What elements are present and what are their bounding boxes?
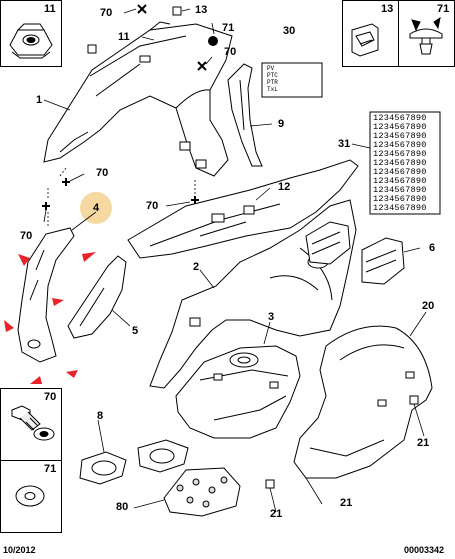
callout-70-mid: 70 (224, 46, 237, 58)
label-31-row: 1234567890 (373, 167, 427, 177)
footer-date: 10/2012 (3, 545, 36, 555)
callout-71-top: 71 (222, 22, 235, 34)
callout-8: 8 (97, 410, 104, 422)
label-31-row: 1234567890 (373, 140, 427, 150)
label-31-row: 1234567890 (373, 122, 427, 132)
callout-21-bottom: 21 (270, 508, 283, 520)
inset-71b-number: 71 (44, 463, 57, 475)
callout-21-bottom-2: 21 (340, 497, 353, 509)
callout-70-center: 70 (146, 200, 159, 212)
callout-4: 4 (93, 202, 100, 214)
inset-71-number: 71 (437, 3, 450, 15)
callout-5: 5 (132, 325, 139, 337)
callout-70-left: 70 (96, 167, 109, 179)
label-31-row: 1234567890 (373, 194, 427, 204)
callout-6: 6 (429, 242, 436, 254)
callout-80: 80 (116, 501, 129, 513)
label-30-line: PV (267, 65, 275, 72)
callout-13-top: 13 (195, 4, 208, 16)
callout-3: 3 (268, 311, 275, 323)
label-31-row: 1234567890 (373, 131, 427, 141)
label-31-row: 1234567890 (373, 158, 427, 168)
label-31-row: 1234567890 (373, 185, 427, 195)
callout-70-bottom-left: 70 (20, 230, 33, 242)
callout-12: 12 (278, 181, 291, 193)
label-31-row: 1234567890 (373, 176, 427, 186)
callout-21-right: 21 (417, 437, 430, 449)
callout-30: 30 (283, 25, 296, 37)
callout-9: 9 (278, 118, 285, 130)
callout-20: 20 (422, 300, 435, 312)
callout-11-mid: 11 (118, 31, 130, 43)
callout-31: 31 (338, 138, 351, 150)
label-30-line: TxL (267, 86, 278, 93)
label-31-row: 1234567890 (373, 203, 427, 213)
label-31-row: 1234567890 (373, 114, 427, 123)
inset-11-number: 11 (44, 3, 56, 15)
highlight-circle-part-4 (80, 192, 112, 224)
callout-2: 2 (193, 261, 200, 273)
inset-70-number: 70 (44, 391, 57, 403)
callout-1: 1 (36, 94, 43, 106)
label-31-sheet: 1234567890 1234567890 1234567890 1234567… (373, 114, 439, 212)
label-30-line: PTC (267, 72, 278, 79)
label-31-row: 1234567890 (373, 149, 427, 159)
label-30-line: PTR (267, 79, 278, 86)
callout-70-top: 70 (100, 7, 113, 19)
inset-13-number: 13 (381, 3, 394, 15)
footer-code: 00003342 (404, 545, 445, 555)
